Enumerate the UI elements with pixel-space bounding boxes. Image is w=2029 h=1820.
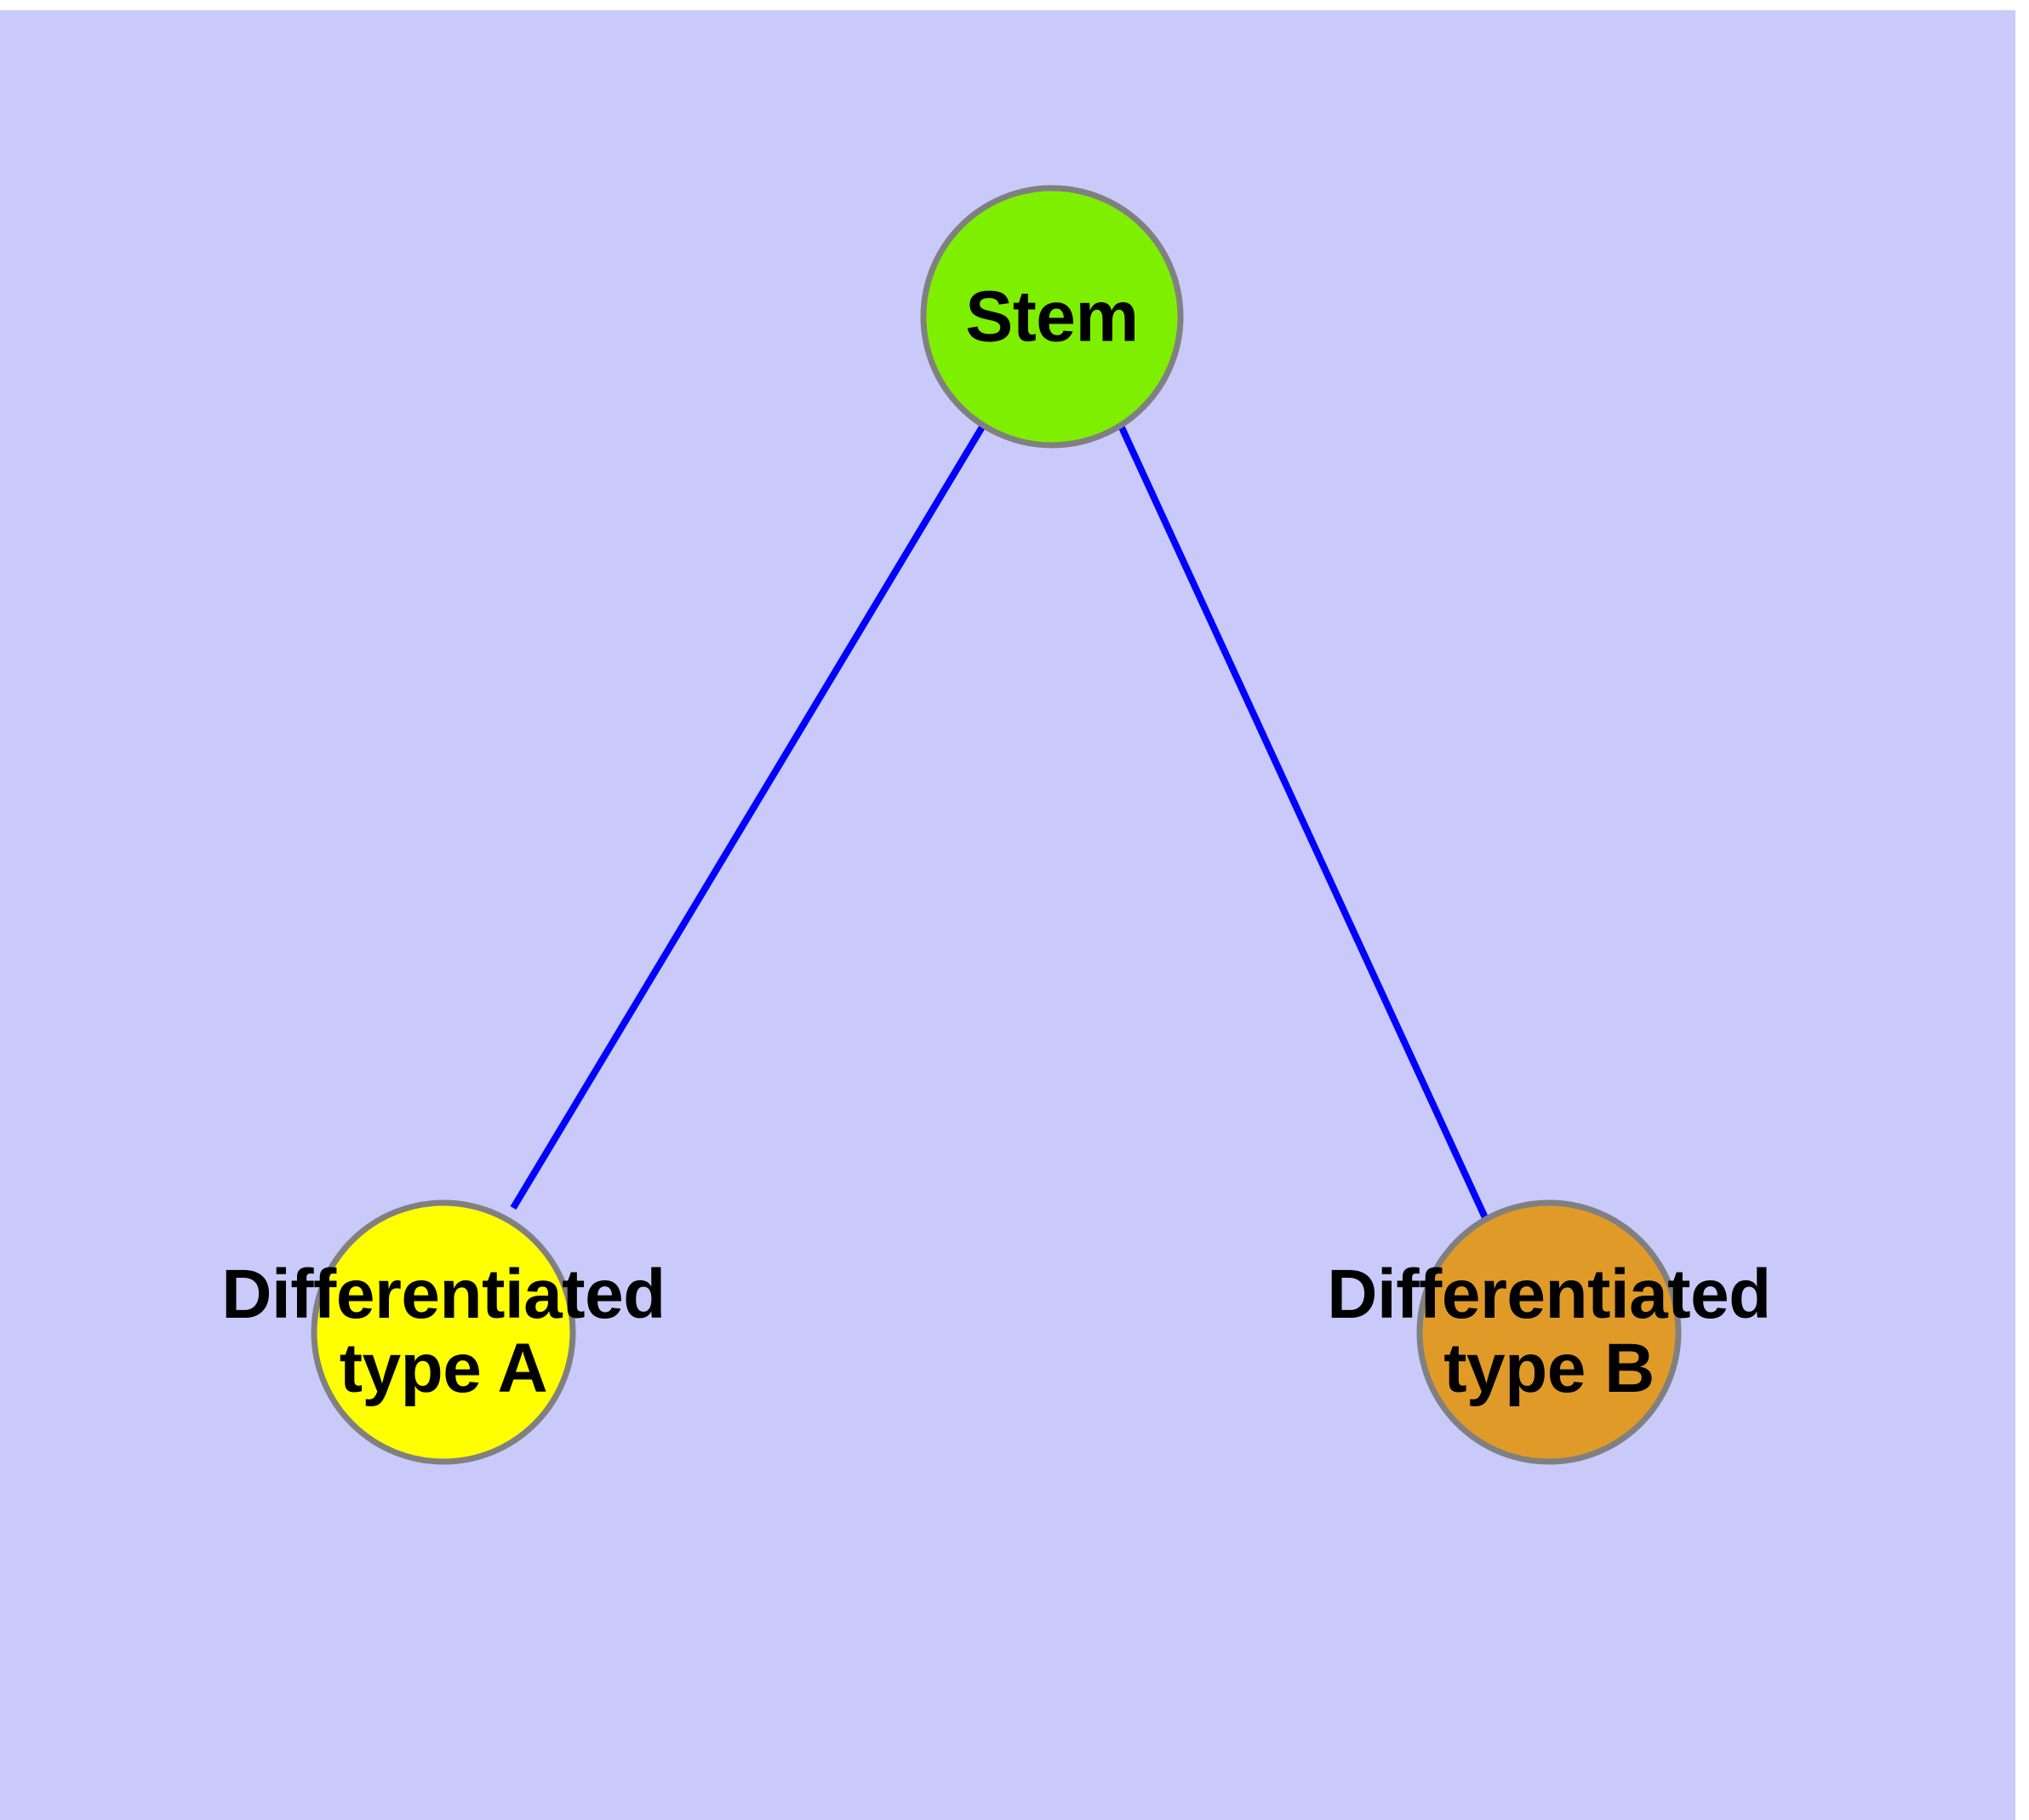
edge-layer	[510, 423, 1491, 1225]
node-layer	[311, 185, 1682, 1465]
node-stem-circle[interactable]	[920, 185, 1184, 449]
node-diff-b-circle[interactable]	[1416, 1199, 1682, 1465]
edge-stem-to-diff-b	[1117, 424, 1491, 1225]
node-diff-a-circle[interactable]	[311, 1199, 576, 1465]
edge-stem-to-diff-a	[510, 423, 986, 1210]
